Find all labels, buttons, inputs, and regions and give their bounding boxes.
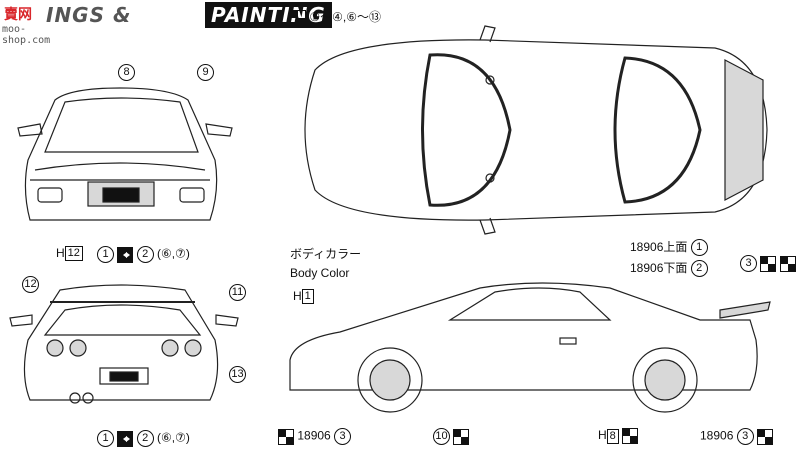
- paint-chip-icon: [453, 428, 470, 445]
- front-callout-8: 8: [118, 64, 135, 81]
- paint-upper: 18906上面 1: [630, 238, 708, 257]
- side-bottom-10: 10: [433, 428, 470, 445]
- side-bottom-left: 18906 3: [278, 428, 352, 445]
- side-bottom-right: 18906 3: [700, 428, 774, 445]
- watermark-line1: 賣网: [4, 7, 32, 23]
- rear-callout-12: 12: [22, 276, 39, 293]
- top-view-drawing: [304, 25, 768, 235]
- arrow-icon: [117, 246, 134, 263]
- paint-chip-icon: [278, 428, 294, 445]
- rear-c2: 2: [136, 430, 154, 447]
- heading-partial: INGS &: [46, 3, 132, 27]
- body-color-jp: ボディカラー: [290, 247, 362, 261]
- body-color-en: Body Color: [290, 266, 350, 280]
- front-bottom-line: 1 2 (⑥,⑦): [97, 246, 190, 263]
- rear-callout-11: 11: [229, 284, 246, 301]
- rear-bottom-line: 1 2 (⑥,⑦): [97, 430, 190, 447]
- rear-callout-13: 13: [229, 366, 246, 383]
- side-callout-3: 3: [740, 255, 796, 272]
- paint-chip-icon: [757, 428, 774, 445]
- front-c2: 2: [136, 246, 154, 263]
- rear-rest: (⑥,⑦): [157, 430, 190, 445]
- rear-c1: 1: [97, 430, 114, 447]
- arrow-icon: [117, 430, 134, 447]
- front-rest: (⑥,⑦): [157, 246, 190, 261]
- paint-chip-icon: [779, 255, 796, 272]
- paint-chip-icon: [760, 255, 777, 272]
- front-callout-9: 9: [197, 64, 214, 81]
- rear-view-drawing: [9, 284, 239, 404]
- star-icon: [290, 9, 306, 26]
- paint-lower: 18906下面 2: [630, 259, 708, 278]
- top-star-note: ①～④,⑥～⑬: [290, 8, 381, 26]
- paint-chip-icon: [622, 428, 639, 444]
- front-c1: 1: [97, 246, 114, 263]
- side-view-drawing: [289, 282, 771, 413]
- watermark-line2: moo-shop.com: [2, 24, 51, 46]
- watermark-logo: 賣网 moo-shop.com: [0, 0, 66, 46]
- front-view-drawing: [17, 87, 233, 221]
